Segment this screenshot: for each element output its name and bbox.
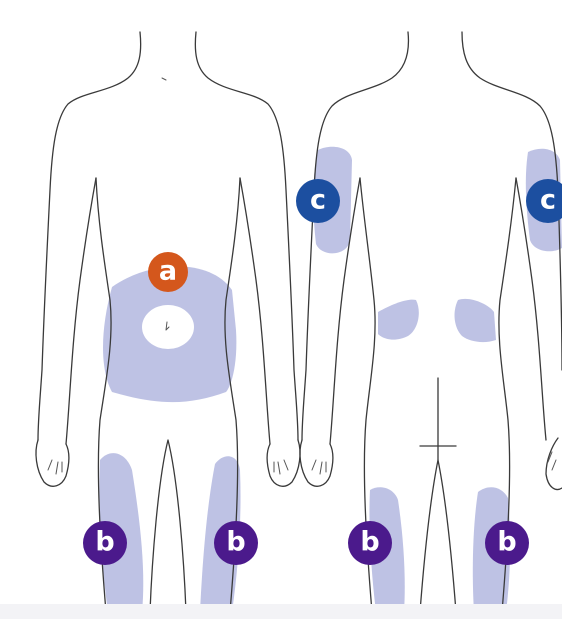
- back-left-fingers: [312, 460, 326, 474]
- front-left-arm-inner: [66, 178, 96, 444]
- bottom-fade: [0, 604, 562, 619]
- badge-b-front-left: b: [83, 521, 127, 565]
- badge-b-back-left: b: [348, 521, 392, 565]
- back-inner-legs: [420, 460, 456, 612]
- back-body-figure: [300, 32, 562, 612]
- back-left-hand: [300, 440, 333, 486]
- front-right-hand: [267, 440, 300, 486]
- front-sternum-mark: [162, 78, 166, 80]
- badge-b-front-right-label: b: [226, 527, 245, 558]
- badge-b-back-left-label: b: [360, 527, 379, 558]
- badge-b-back-right: b: [485, 521, 529, 565]
- badge-b-front-right: b: [214, 521, 258, 565]
- front-right-fingers: [274, 460, 288, 474]
- front-left-hand: [36, 440, 69, 486]
- front-inner-legs: [150, 440, 186, 612]
- badge-b-front-left-label: b: [95, 527, 114, 558]
- badge-a-label: a: [159, 256, 177, 287]
- front-left-fingers: [48, 460, 62, 474]
- badge-b-back-right-label: b: [497, 527, 516, 558]
- front-right-arm-inner: [240, 178, 270, 444]
- zone-back-left-flank: [378, 300, 419, 340]
- badge-c-back-right-label: c: [540, 185, 556, 216]
- zone-back-right-flank: [455, 299, 496, 342]
- navel-exclusion-circle: [142, 305, 194, 349]
- badge-a: a: [148, 252, 188, 292]
- front-body-figure: [36, 32, 300, 612]
- badge-c-back-left: c: [296, 179, 340, 223]
- badge-c-back-left-label: c: [310, 185, 326, 216]
